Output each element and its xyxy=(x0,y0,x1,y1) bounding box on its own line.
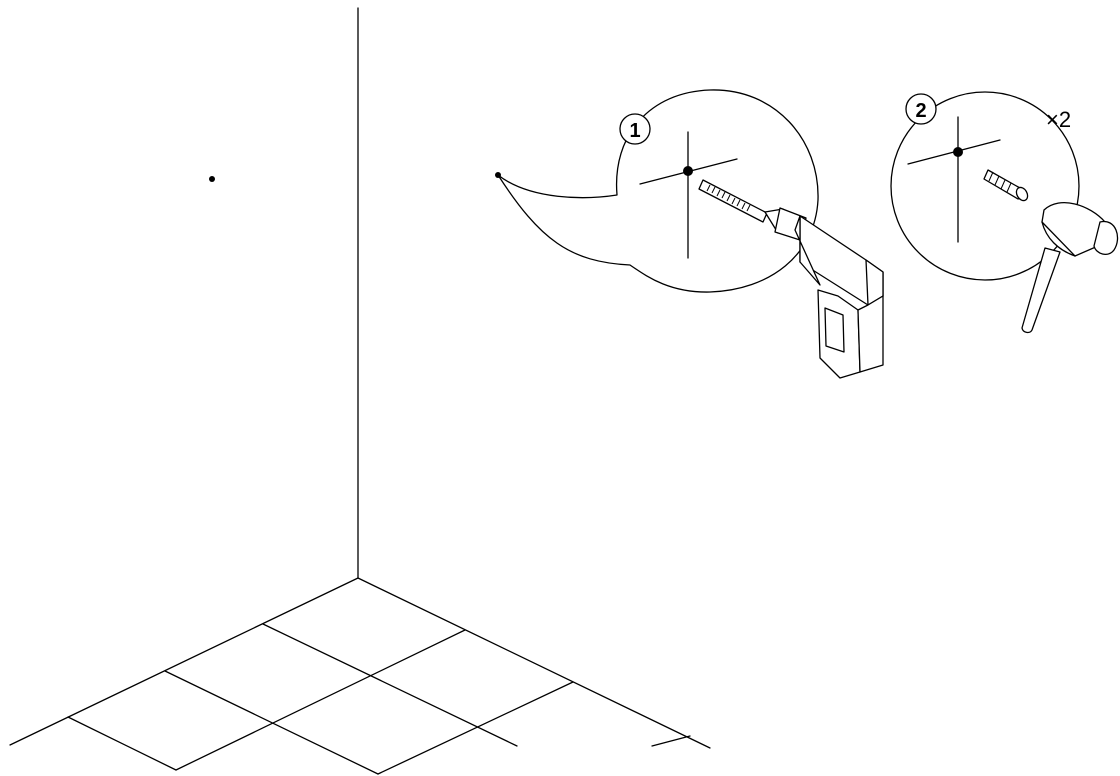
drill-icon xyxy=(698,179,884,379)
step-number-badge xyxy=(905,93,937,125)
callout-step-2: 2 xyxy=(890,91,1080,281)
crosshair-point xyxy=(953,147,963,157)
floor-left-edge xyxy=(9,577,359,746)
floor-tiles xyxy=(67,623,691,775)
step-number: 2 xyxy=(915,100,926,122)
step-number: 1 xyxy=(629,120,640,142)
magnifier-bubble xyxy=(890,91,1080,281)
hammer-icon xyxy=(1021,202,1119,334)
callout-step-1: 1 xyxy=(495,89,819,293)
floor-right-edge xyxy=(357,577,711,749)
quantity-label: ×2 xyxy=(1046,107,1071,132)
step-number-badge xyxy=(619,113,651,145)
crosshair-point xyxy=(683,166,693,176)
room-corner xyxy=(9,7,711,749)
wall-plug-icon xyxy=(983,169,1029,202)
mark-point xyxy=(209,176,215,182)
magnifier-bubble xyxy=(497,89,819,293)
